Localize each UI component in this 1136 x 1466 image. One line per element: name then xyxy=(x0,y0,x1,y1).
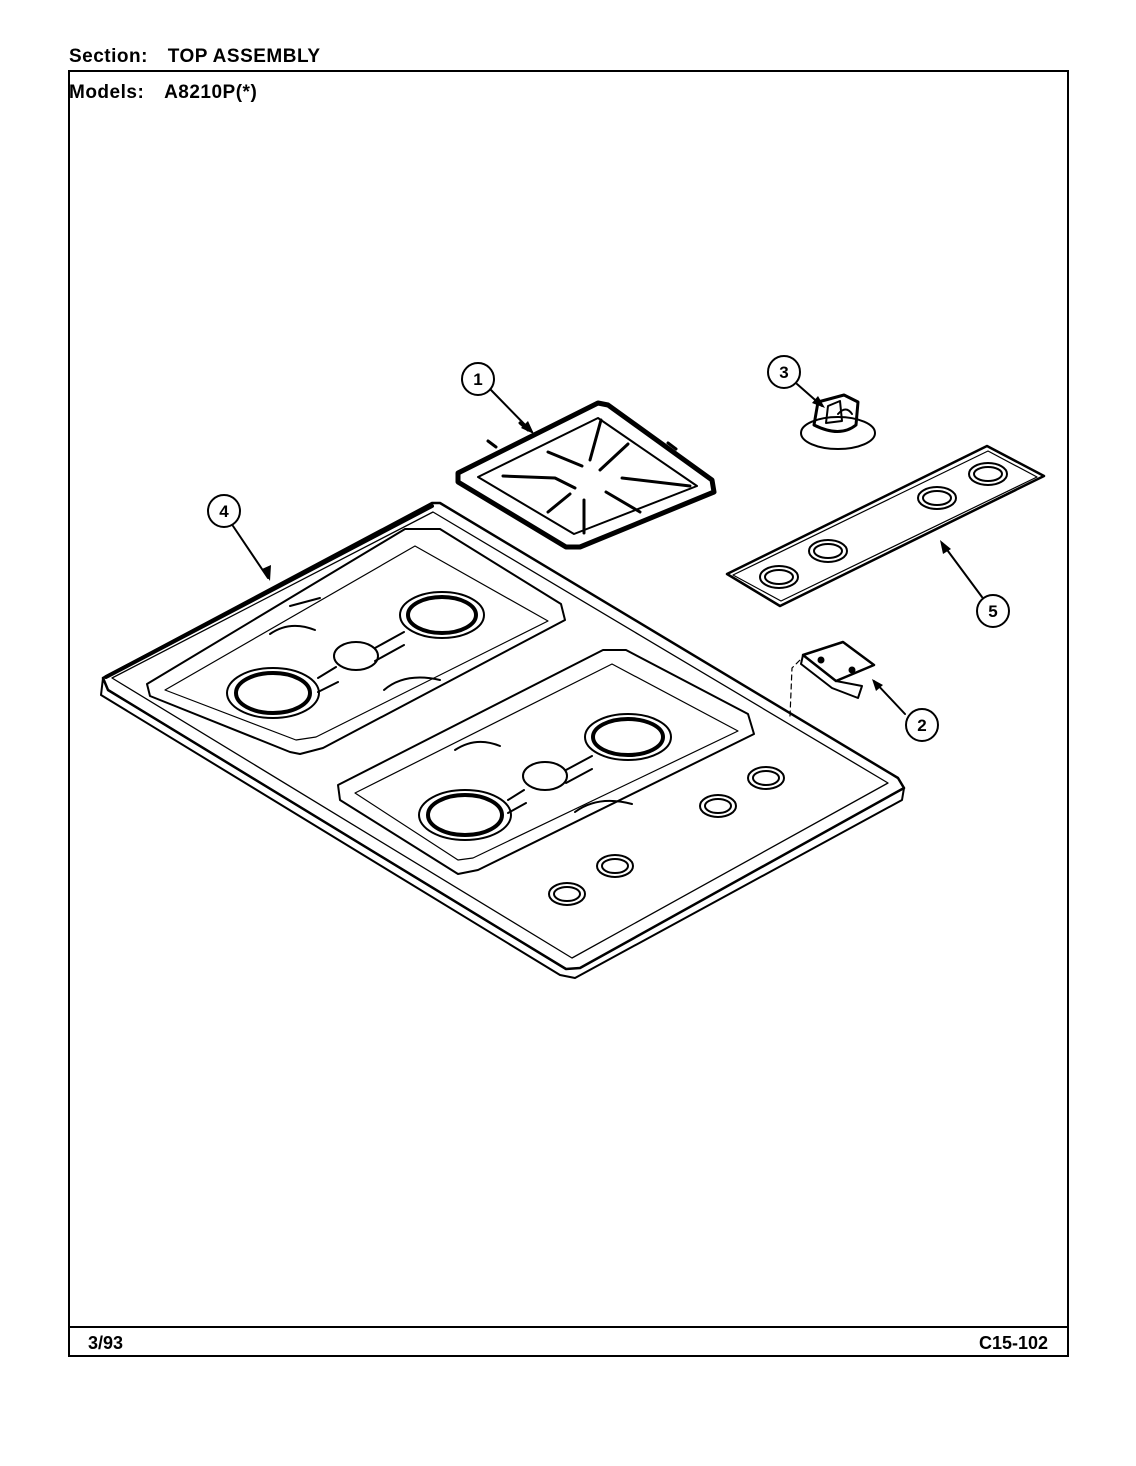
leader-5 xyxy=(941,542,983,598)
bracket xyxy=(800,640,876,699)
models-header: Models: A8210P(*) xyxy=(69,82,257,104)
callout-4: 4 xyxy=(219,502,229,521)
footer-divider xyxy=(68,1326,1069,1328)
callout-3: 3 xyxy=(779,363,788,382)
control-knob xyxy=(800,393,876,450)
leader-4 xyxy=(232,525,269,579)
drawing-frame xyxy=(68,70,1069,1357)
cooktop-main-top xyxy=(100,501,906,979)
section-label: Section: xyxy=(69,46,148,67)
models-label: Models: xyxy=(69,82,145,103)
burner-grate xyxy=(455,400,717,550)
date-code: 3/93 xyxy=(88,1333,124,1353)
control-panel-overlay xyxy=(725,444,1046,608)
section-header: Section: TOP ASSEMBLY xyxy=(69,46,321,68)
callout-5: 5 xyxy=(988,602,997,621)
callout-1: 1 xyxy=(473,370,482,389)
callout-2: 2 xyxy=(917,716,926,735)
page-code: C15-102 xyxy=(978,1333,1048,1353)
section-value: TOP ASSEMBLY xyxy=(167,46,321,67)
models-value: A8210P(*) xyxy=(164,82,258,103)
